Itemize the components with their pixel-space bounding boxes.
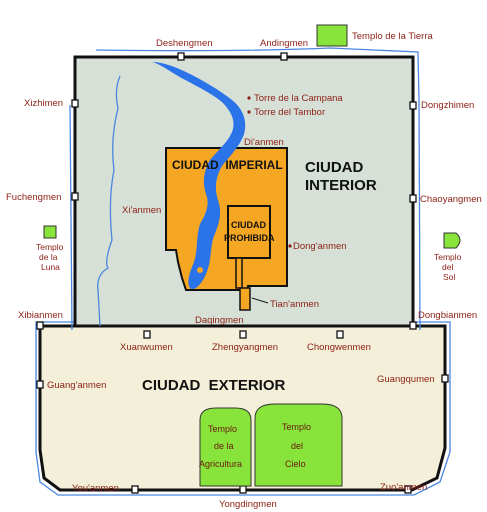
temple-earth-marker	[316, 24, 348, 47]
gate-label-zuoanmen: Zuo'anmen	[380, 482, 427, 493]
central-axis-lower	[239, 287, 251, 311]
gate-label-chaoyangmen: Chaoyangmen	[420, 194, 482, 205]
gate-label-daqingmen: Daqingmen	[195, 315, 244, 326]
tiananmen-pointer	[251, 297, 269, 304]
lakes	[152, 62, 246, 290]
gate-label-xianmen: Xi'anmen	[122, 205, 161, 216]
temple-moon-marker	[43, 225, 57, 239]
gate-marker-dongbianmen	[409, 321, 417, 330]
temple-moon-label-1: Templo	[36, 242, 64, 252]
inner-city-moat	[69, 47, 421, 331]
gate-label-fuchengmen: Fuchengmen	[6, 192, 61, 203]
gate-marker-yongdingmen	[239, 485, 247, 494]
gate-marker-chongwenmen	[336, 330, 344, 339]
gate-marker-xibianmen	[36, 321, 44, 330]
gate-label-zhengyangmen: Zhengyangmen	[212, 342, 278, 353]
gate-marker-zuoanmen	[404, 485, 412, 494]
gate-marker-fuchengmen	[71, 192, 79, 201]
gate-label-youanmen: You'anmen	[72, 483, 119, 494]
bell-tower-label: Torre de la Campana	[254, 93, 343, 104]
gate-label-deshengmen: Deshengmen	[156, 38, 213, 49]
forbidden-city-area	[227, 205, 271, 259]
gate-marker-chaoyangmen	[409, 194, 417, 203]
drum-tower-dot	[247, 110, 251, 114]
gate-label-dongbianmen: Dongbianmen	[418, 310, 477, 321]
temple-sun-label-3: Sol	[443, 272, 455, 282]
western-canal	[97, 75, 121, 327]
inner-city-label-line2: INTERIOR	[305, 177, 377, 194]
central-axis-upper	[235, 257, 243, 289]
gate-label-donganmen: Dong'anmen	[293, 241, 347, 252]
temple-agriculture-label-3: Agricultura	[199, 459, 242, 469]
gate-label-guangqumen: Guangqumen	[377, 374, 435, 385]
donganmen-dot	[288, 244, 292, 248]
gate-marker-youanmen	[131, 485, 139, 494]
gate-label-dongzhimen: Dongzhimen	[421, 100, 474, 111]
imperial-city-label: CIUDAD IMPERIAL	[172, 158, 283, 172]
temple-heaven-marker	[254, 403, 343, 487]
gate-marker-guanganmen	[36, 380, 44, 389]
temple-moon-label-2: de la	[39, 252, 58, 262]
temple-sun-label-2: del	[442, 262, 453, 272]
lake-islet	[197, 267, 203, 273]
gate-label-andingmen: Andingmen	[260, 38, 308, 49]
gate-marker-andingmen	[280, 52, 288, 61]
gate-label-xizhimen: Xizhimen	[24, 98, 63, 109]
gate-marker-zhengyangmen	[239, 330, 247, 339]
gate-marker-guangqumen	[441, 374, 449, 383]
temple-sun-label-1: Templo	[434, 252, 462, 262]
gate-label-xuanwumen: Xuanwumen	[120, 342, 173, 353]
gate-marker-deshengmen	[177, 52, 185, 61]
gate-label-chongwenmen: Chongwenmen	[307, 342, 371, 353]
outer-city-moat	[35, 321, 451, 496]
outer-city-area	[38, 324, 447, 492]
outer-city-label: CIUDAD EXTERIOR	[142, 377, 286, 394]
temple-heaven-label-3: Cielo	[285, 459, 306, 469]
gate-marker-xuanwumen	[143, 330, 151, 339]
forbidden-city-label-line2: PROHIBIDA	[224, 233, 275, 243]
forbidden-city-label-line1: CIUDAD	[231, 220, 266, 230]
temple-heaven-label-2: del	[291, 441, 303, 451]
gate-label-guanganmen: Guang'anmen	[47, 380, 106, 391]
gate-marker-dongzhimen	[409, 101, 417, 110]
drum-tower-label: Torre del Tambor	[254, 107, 325, 118]
gate-label-xibianmen: Xibianmen	[18, 310, 63, 321]
gate-marker-xizhimen	[71, 99, 79, 108]
temple-agriculture-label-2: de la	[214, 441, 234, 451]
temple-agriculture-label-1: Templo	[208, 424, 237, 434]
gate-label-dianmen: Di'anmen	[244, 137, 284, 148]
gate-label-yongdingmen: Yongdingmen	[219, 499, 277, 510]
gate-label-tiananmen: Tian'anmen	[270, 299, 319, 310]
temple-moon-label-3: Luna	[41, 262, 60, 272]
temple-agriculture-marker	[199, 407, 252, 487]
bell-tower-dot	[247, 96, 251, 100]
temple-earth-label: Templo de la Tierra	[352, 31, 434, 42]
inner-city-label-line1: CIUDAD	[305, 159, 363, 176]
temple-heaven-label-1: Templo	[282, 422, 311, 432]
temple-sun-marker	[443, 232, 461, 249]
